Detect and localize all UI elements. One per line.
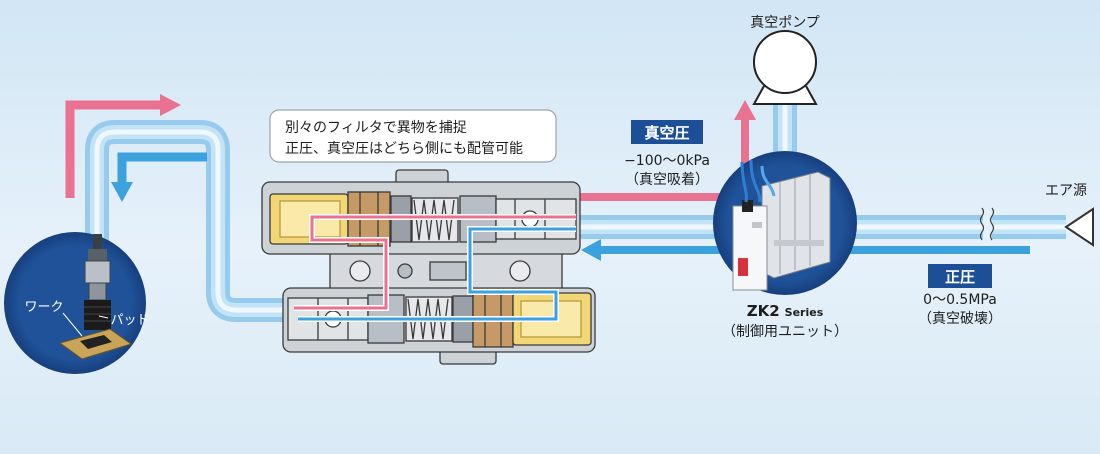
positive-title: 正圧 (945, 268, 975, 286)
vacuum-pressure-tag: 真空圧 (631, 120, 703, 144)
left-tube (85, 120, 300, 322)
positive-pressure-tag: 正圧 (928, 264, 992, 288)
callout-line-2: 正圧、真空圧はどちら側にも配管可能 (285, 141, 523, 157)
vacuum-range: −100〜0kPa (624, 153, 710, 169)
air-source-icon (1064, 207, 1094, 247)
work-label: ワーク (24, 300, 63, 315)
vacuum-flow-arrow-pump (734, 100, 756, 168)
filter-unit (261, 169, 596, 365)
unit-description: （制御用ユニット） (722, 324, 848, 340)
air-source-label: エア源 (1045, 183, 1087, 199)
pump-label: 真空ポンプ (750, 15, 820, 31)
unit-model-label: ZK2 Series (747, 302, 824, 320)
positive-purpose: （真空破壊） (918, 311, 1002, 327)
callout-line-1: 別々のフィルタで異物を捕捉 (285, 120, 467, 136)
pad-detail-circle: ワーク パッド (4, 232, 150, 374)
vacuum-title: 真空圧 (644, 124, 689, 142)
zk2-unit-circle (713, 151, 857, 295)
unit-model: ZK2 (747, 302, 780, 320)
vacuum-flow-arrow-left (65, 94, 181, 198)
vacuum-pump-icon (752, 30, 818, 105)
positive-range: 0〜0.5MPa (923, 292, 997, 308)
callout-box: 別々のフィルタで異物を捕捉 正圧、真空圧はどちら側にも配管可能 (269, 109, 557, 163)
vacuum-purpose: （真空吸着） (625, 172, 709, 188)
positive-flow-path-filter (298, 226, 576, 322)
positive-flow-arrow-left (111, 152, 207, 202)
pipe-break-symbol (979, 207, 995, 242)
vacuum-flow-path-filter (294, 214, 576, 311)
pad-label: パッド (110, 313, 149, 328)
unit-series: Series (785, 306, 824, 319)
